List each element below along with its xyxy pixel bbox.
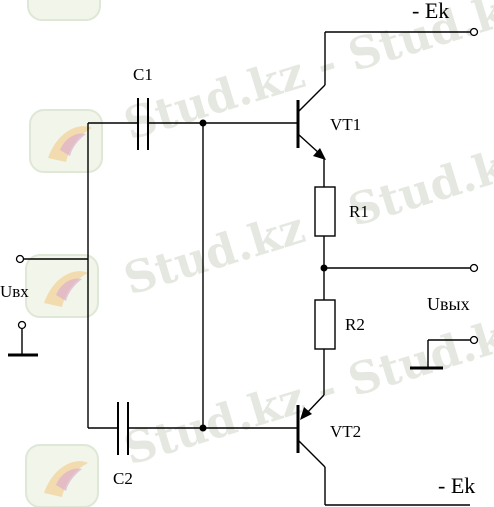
input-ground	[8, 320, 38, 357]
watermark-layer: Stud.kz - Stud.kz Stud.kz - Stud.kz Stud…	[25, 0, 494, 507]
label-ek-top: - Ek	[412, 0, 449, 23]
label-ek-bottom: - Ek	[438, 473, 475, 498]
label-r1: R1	[349, 202, 369, 221]
label-uin: Uвх	[0, 282, 29, 301]
label-vt1: VT1	[330, 115, 361, 134]
watermark-logo	[27, 0, 101, 21]
label-vt2: VT2	[330, 422, 361, 441]
output-node	[320, 263, 479, 273]
watermark-logo	[25, 444, 99, 507]
base-bridge	[199, 119, 207, 432]
input-terminal	[15, 254, 25, 264]
label-r2: R2	[345, 315, 365, 334]
label-uout: Uвых	[427, 294, 470, 314]
junction-dot	[199, 424, 207, 432]
input-node	[15, 123, 89, 428]
watermark-text: Stud.kz - Stud.kz	[118, 134, 494, 306]
output-ground	[410, 335, 479, 370]
capacitor-c1	[88, 98, 298, 150]
junction-dot	[199, 119, 207, 127]
watermark-logo	[29, 109, 103, 173]
resistor-r2	[314, 299, 336, 395]
watermark-text: Stud.kz - Stud.kz	[118, 304, 494, 476]
label-c1: C1	[133, 65, 153, 84]
input-ground-terminal	[17, 320, 27, 330]
output-terminal	[469, 263, 479, 273]
capacitor-c2	[88, 402, 298, 455]
ek-top-terminal	[469, 27, 479, 37]
output-ground-terminal	[469, 335, 479, 345]
watermark-logo	[25, 254, 99, 318]
transistor-vt2	[296, 394, 470, 506]
emitter-arrow-icon	[313, 148, 326, 160]
emitter-arrow-icon	[300, 407, 312, 420]
transistor-vt1	[296, 27, 479, 187]
label-c2: C2	[113, 469, 133, 488]
